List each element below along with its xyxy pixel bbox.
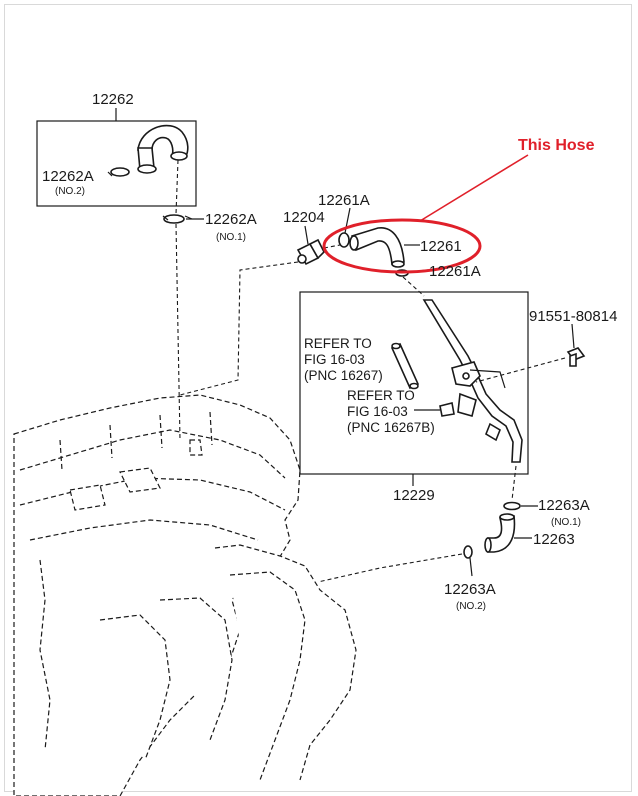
link-pipe-to-clamp	[511, 465, 517, 501]
link-valve-to-engine	[179, 261, 299, 396]
link-hose-to-pipe	[402, 276, 425, 297]
label-12263a-bottom-sub: (NO.2)	[456, 601, 486, 612]
clamp-12263a-no1	[503, 501, 521, 511]
refer2-line3: (PNC 16267B)	[347, 420, 435, 435]
label-12262: 12262	[92, 91, 134, 108]
label-12229: 12229	[393, 487, 435, 504]
label-12261: 12261	[420, 238, 462, 255]
diagram-frame	[4, 4, 632, 792]
clamp-12262a-no2	[107, 167, 130, 177]
link-valve-to-hose	[323, 244, 341, 249]
clamp-12261a-top	[338, 232, 350, 248]
refer1-line2: FIG 16-03	[304, 352, 365, 367]
engine-outline	[13, 394, 357, 796]
leader-91551	[571, 323, 575, 349]
hose-12261	[349, 227, 405, 268]
label-12262a-box: 12262A	[42, 168, 94, 185]
elbow-hose-12262	[137, 124, 189, 174]
label-12262a-sub: (NO.1)	[216, 232, 246, 243]
callout-pointer	[419, 154, 529, 222]
refer-clip-16267b	[414, 402, 455, 417]
bolt-91551-80814	[566, 347, 586, 367]
label-12204: 12204	[283, 209, 325, 226]
pcv-valve-12204	[296, 238, 325, 266]
leader-12204	[304, 225, 309, 245]
label-12263: 12263	[533, 531, 575, 548]
leader-12263a-no2	[469, 557, 473, 577]
label-12261a-top: 12261A	[318, 192, 370, 209]
elbow-hose-12263	[484, 513, 516, 553]
callout-text: This Hose	[518, 137, 595, 154]
refer2-line1: REFER TO	[347, 388, 415, 403]
refer-hose-16267	[390, 342, 420, 390]
label-12261a-bottom: 12261A	[429, 263, 481, 280]
ventilation-pipe-box	[299, 291, 529, 475]
label-12263a-top-sub: (NO.1)	[551, 517, 581, 528]
ventilation-pipe-12229	[422, 299, 523, 463]
refer2-line2: FIG 16-03	[347, 404, 408, 419]
link-hose-to-engine	[317, 553, 463, 583]
label-12262a-box-sub: (NO.2)	[55, 186, 85, 197]
label-12262a: 12262A	[205, 211, 257, 228]
link-clamp-to-engine	[175, 223, 181, 441]
label-91551-80814: 91551-80814	[529, 308, 617, 325]
refer1-line1: REFER TO	[304, 336, 372, 351]
link-hose-to-clamp	[175, 159, 179, 215]
label-12263a-top: 12263A	[538, 497, 590, 514]
label-12263a-bottom: 12263A	[444, 581, 496, 598]
callout-ellipse	[322, 218, 482, 274]
clamp-12263a-no2	[463, 545, 473, 559]
refer1-line3: (PNC 16267)	[304, 368, 383, 383]
link-bolt-to-pipe	[475, 357, 566, 383]
